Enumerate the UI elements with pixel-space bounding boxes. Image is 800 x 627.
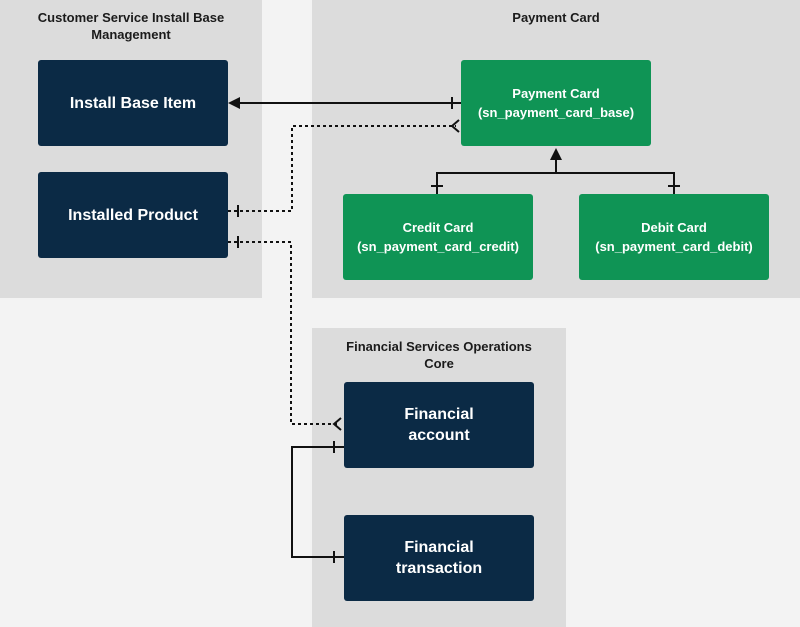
region-title-fso-core: Financial Services Operations Core — [346, 339, 532, 371]
entity-installed-product[interactable]: Installed Product — [38, 172, 228, 258]
region-title-csibm: Customer Service Install Base Management — [37, 10, 225, 42]
entity-credit-card[interactable]: Credit Card (sn_payment_card_credit) — [343, 194, 533, 280]
entity-debit-card[interactable]: Debit Card (sn_payment_card_debit) — [579, 194, 769, 280]
entity-financial-transaction[interactable]: Financial transaction — [344, 515, 534, 601]
region-title-payment-card: Payment Card — [512, 10, 600, 25]
entity-financial-account[interactable]: Financial account — [344, 382, 534, 468]
entity-install-base-item[interactable]: Install Base Item — [38, 60, 228, 146]
entity-payment-card-base[interactable]: Payment Card (sn_payment_card_base) — [461, 60, 651, 146]
